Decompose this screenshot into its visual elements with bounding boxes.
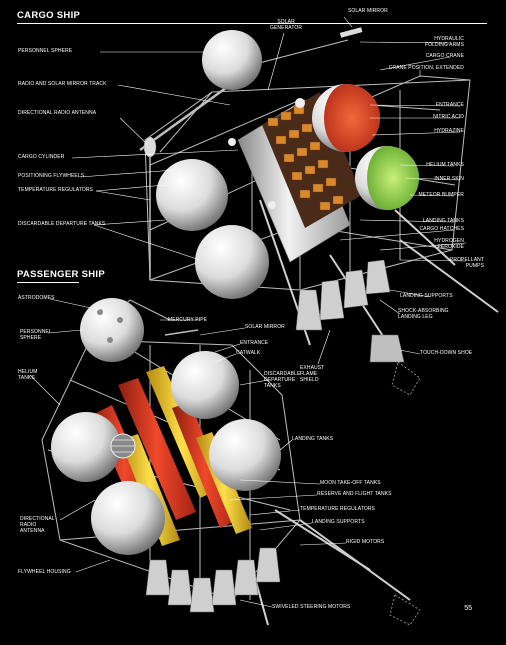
leader-lines bbox=[29, 16, 467, 608]
label-passenger-helium-tanks: HELIUM TANKS bbox=[18, 369, 38, 381]
label-astrodomes: ASTRODOMES bbox=[18, 295, 55, 301]
passenger-ship-heading: PASSENGER SHIP bbox=[17, 269, 105, 283]
passenger-motors bbox=[145, 547, 281, 613]
label-passenger-landing-supports: LANDING SUPPORTS bbox=[312, 519, 365, 525]
label-shock-absorbing-landing-leg: SHOCK-ABSORBING LANDING LEG bbox=[398, 308, 449, 320]
label-mercury-pipe: MERCURY PIPE bbox=[168, 317, 208, 323]
label-touch-down-shoe: TOUCH-DOWN SHOE bbox=[420, 350, 473, 356]
passenger-touchdown-shoe bbox=[389, 594, 421, 626]
label-reserve-and-flight-tanks: RESERVE AND FLIGHT TANKS bbox=[317, 491, 392, 497]
cargo-solar-mirror bbox=[143, 27, 363, 158]
label-solar-generator: SOLAR GENERATOR bbox=[270, 19, 303, 31]
cargo-motors bbox=[295, 259, 405, 363]
label-hydrazine: HYDRAZINE bbox=[434, 128, 464, 134]
label-hydraulic-folding-arms: HYDRAULIC FOLDING ARMS bbox=[425, 36, 464, 48]
label-catwalk: CATWALK bbox=[236, 350, 261, 356]
heading-rule bbox=[17, 282, 79, 283]
label-passenger-entrance: ENTRANCE bbox=[240, 340, 269, 346]
label-swiveled-steering-motors: SWIVELED STEERING MOTORS bbox=[272, 604, 351, 610]
label-passenger-solar-mirror: SOLAR MIRROR bbox=[245, 324, 285, 330]
label-temperature-regulators: TEMPERATURE REGULATORS bbox=[18, 187, 93, 193]
page-number: 55 bbox=[464, 605, 472, 612]
label-directional-radio-antenna: DIRECTIONAL RADIO ANTENNA bbox=[18, 110, 97, 116]
label-passenger-directional-radio-antenna: DIRECTIONAL RADIO ANTENNA bbox=[20, 516, 55, 534]
label-passenger-temperature-regulators: TEMPERATURE REGULATORS bbox=[300, 506, 375, 512]
label-hydrogen-peroxide: HYDROGEN PEROXIDE bbox=[434, 238, 464, 250]
label-radio-solar-mirror-track: RADIO AND SOLAR MIRROR TRACK bbox=[18, 81, 107, 87]
cargo-spheres bbox=[156, 30, 419, 299]
label-discardable-departure-tanks: DISCARDABLE DEPARTURE TANKS bbox=[18, 221, 106, 227]
label-flywheel-housing: FLYWHEEL HOUSING bbox=[18, 569, 71, 575]
label-passenger-discardable-departure-tanks: DISCARDABLE DEPARTURE TANKS bbox=[264, 371, 301, 389]
label-landing-tanks: LANDING TANKS bbox=[422, 218, 464, 224]
passenger-spheres bbox=[51, 298, 281, 555]
label-passenger-personnel-sphere: PERSONNEL SPHERE bbox=[20, 329, 52, 341]
label-personnel-sphere: PERSONNEL SPHERE bbox=[18, 48, 73, 54]
label-moon-take-off-tanks: MOON TAKE-OFF TANKS bbox=[320, 480, 381, 486]
label-propellant-pumps: PROPELLANT PUMPS bbox=[449, 257, 484, 269]
cargo-ship-title: CARGO SHIP bbox=[17, 10, 81, 21]
label-exhaust-flame-shield: EXHAUST FLAME SHIELD bbox=[300, 365, 325, 383]
heading-rule bbox=[17, 23, 487, 24]
label-nitric-acid: NITRIC ACID bbox=[433, 114, 464, 120]
label-helium-tanks: HELIUM TANKS bbox=[426, 162, 464, 168]
cargo-touchdown-shoe bbox=[391, 361, 421, 396]
label-passenger-landing-tanks: LANDING TANKS bbox=[292, 436, 334, 442]
label-landing-supports: LANDING SUPPORTS bbox=[400, 293, 453, 299]
label-cargo-crane: CARGO CRANE bbox=[425, 53, 464, 59]
label-entrance: ENTRANCE bbox=[435, 102, 464, 108]
label-solar-mirror: SOLAR MIRROR bbox=[348, 8, 388, 14]
label-crane-position-extended: CRANE POSITION, EXTENDED bbox=[388, 65, 464, 71]
label-cargo-hatches: CARGO HATCHES bbox=[419, 226, 464, 232]
label-positioning-flywheels: POSITIONING FLYWHEELS bbox=[18, 173, 85, 179]
label-rigid-motors: RIGID MOTORS bbox=[346, 539, 385, 545]
passenger-ship-drawing bbox=[41, 298, 421, 626]
cargo-ship-heading: CARGO SHIP bbox=[17, 10, 487, 24]
label-inner-skin: INNER SKIN bbox=[434, 176, 464, 182]
label-cargo-cylinder: CARGO CYLINDER bbox=[18, 154, 65, 160]
passenger-radio-antenna bbox=[110, 433, 136, 459]
cargo-ship-drawing bbox=[139, 27, 499, 396]
cargo-cylinder-body bbox=[237, 92, 362, 263]
passenger-ship-title: PASSENGER SHIP bbox=[17, 269, 105, 280]
label-meteor-bumper: METEOR BUMPER bbox=[418, 192, 464, 198]
